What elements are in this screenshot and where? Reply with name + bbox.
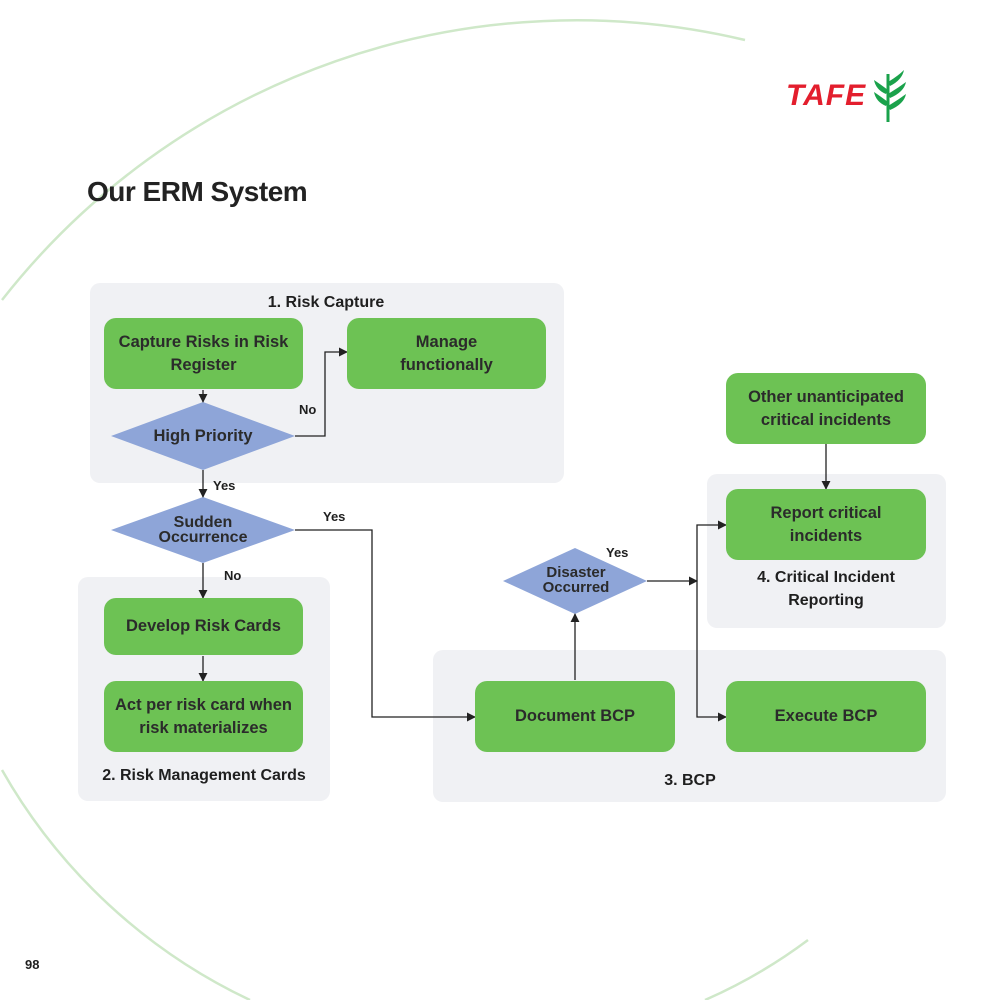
node-document-bcp: Document BCP (475, 681, 675, 752)
group-label-bcp: 3. BCP (664, 772, 716, 789)
edge-label-sudden-no: No (224, 568, 242, 583)
node-other-incidents: Other unanticipated critical incidents (726, 373, 926, 444)
node-execute-bcp: Execute BCP (726, 681, 926, 752)
decision-label-disaster-occurred: Disaster Occurred (542, 564, 610, 596)
tafe-logo: TAFE (786, 68, 946, 124)
arrow-split-to-report (696, 520, 727, 581)
group-label-risk-capture: 1. Risk Capture (267, 294, 385, 311)
page-number: 98 (25, 957, 40, 972)
decision-diamond-sudden-occurrence (111, 497, 295, 563)
arrow-split-to-execute (696, 581, 727, 722)
decision-label-sudden-occurrence: Sudden Occurrence (158, 514, 248, 546)
group-label-risk-management-cards: 2. Risk Management Cards (102, 767, 306, 784)
edge-label-high-priority-yes: Yes (213, 478, 236, 493)
decision-label-high-priority: High Priority (153, 426, 253, 445)
group-label-incident-reporting: 4. Critical Incident Reporting (757, 569, 895, 609)
decision-diamond-high-priority (111, 402, 295, 470)
arrow-high-priority-no-to-manage (295, 347, 348, 437)
node-report-incidents: Report critical incidents (726, 489, 926, 560)
logo-text: TAFE (786, 79, 867, 112)
background-arc (704, 938, 809, 1000)
edge-label-high-priority-no: No (299, 402, 317, 417)
decision-diamond-disaster-occurred (503, 548, 647, 614)
node-act-per-risk-card: Act per risk card when risk materializes (104, 681, 303, 752)
node-manage-functionally: Manage functionally (347, 318, 546, 389)
page-title: Our ERM System (87, 176, 308, 207)
node-develop-risk-cards: Develop Risk Cards (104, 598, 303, 655)
arrow-sudden-yes-to-document-bcp (295, 529, 476, 722)
node-capture-risks: Capture Risks in Risk Register (104, 318, 303, 389)
edge-label-sudden-yes: Yes (323, 509, 346, 524)
edge-label-disaster-yes: Yes (606, 545, 629, 560)
leaf-icon (874, 70, 907, 122)
background-arc (1, 19, 746, 301)
background-arc (0, 769, 251, 1000)
